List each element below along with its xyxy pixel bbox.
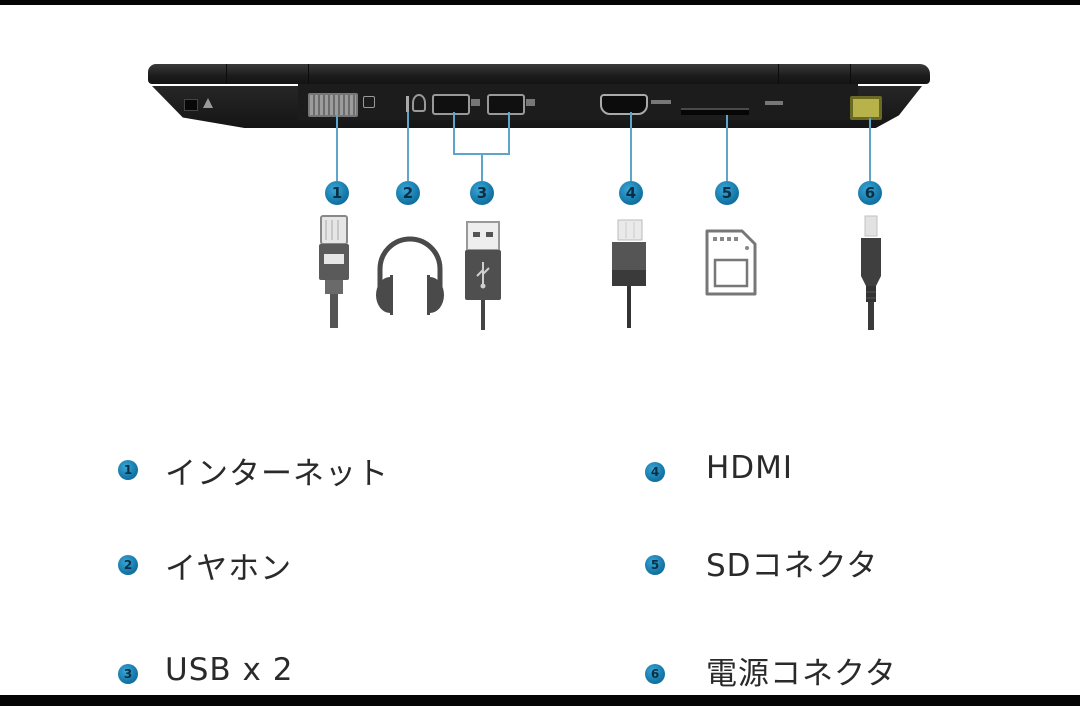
legend-label-4: HDMI — [706, 450, 794, 486]
sd-slot-label — [765, 101, 783, 105]
usb-glyph-icon — [526, 99, 535, 106]
lid-seam — [226, 64, 227, 84]
lid-seam — [778, 64, 779, 84]
leader-line-3b — [508, 112, 510, 154]
legend-label-2: イヤホン — [165, 551, 293, 587]
leader-line-6 — [869, 118, 871, 181]
hdmi-plug-icon — [612, 219, 646, 328]
ethernet-plug-icon — [319, 215, 349, 328]
headphones-icon — [376, 236, 444, 315]
port-badge-1: 1 — [325, 181, 349, 205]
sd-card-slot — [681, 108, 749, 115]
legend-badge-5: 5 — [645, 555, 665, 575]
port-badge-6: 6 — [858, 181, 882, 205]
sd-card-icon — [705, 229, 757, 296]
power-plug-icon — [861, 215, 881, 330]
leader-line-5 — [726, 115, 728, 181]
top-frame-bar — [0, 0, 1080, 5]
legend-label-3: USB x 2 — [165, 652, 294, 688]
legend-badge-2: 2 — [118, 555, 138, 575]
legend-badge-1: 1 — [118, 460, 138, 480]
leader-line-3 — [481, 153, 483, 181]
port-badge-4: 4 — [619, 181, 643, 205]
port-badge-3: 3 — [470, 181, 494, 205]
laptop-hinge-strip — [298, 84, 858, 120]
usb-plug-icon — [465, 221, 501, 330]
headphone-glyph-icon — [412, 94, 426, 112]
hdmi-port — [600, 94, 648, 115]
legend-badge-3: 3 — [118, 664, 138, 684]
leader-line-1 — [336, 115, 338, 181]
port-badge-5: 5 — [715, 181, 739, 205]
port-badge-2: 2 — [396, 181, 420, 205]
audio-jack — [406, 96, 409, 112]
lock-icon — [203, 98, 213, 108]
legend-label-1: インターネット — [165, 456, 389, 492]
security-lock-slot — [184, 99, 198, 111]
legend-badge-6: 6 — [645, 664, 665, 684]
leader-line-2 — [407, 112, 409, 181]
lid-seam — [308, 64, 309, 84]
leader-line-3a — [453, 112, 455, 154]
usb-port-1 — [432, 94, 470, 115]
legend-label-6: 電源コネクタ — [706, 656, 897, 692]
laptop-rear-view — [148, 62, 930, 132]
laptop-lid — [148, 64, 930, 84]
usb-port-2 — [487, 94, 525, 115]
leader-line-4 — [630, 112, 632, 181]
hdmi-port-label — [651, 100, 671, 104]
network-icon — [363, 96, 375, 108]
power-port — [850, 96, 882, 120]
lan-port — [308, 93, 358, 117]
legend-label-5: SDコネクタ — [706, 548, 879, 584]
bottom-frame-bar — [0, 695, 1080, 706]
legend-badge-4: 4 — [645, 462, 665, 482]
usb-glyph-icon — [471, 99, 480, 106]
lid-seam — [850, 64, 851, 84]
